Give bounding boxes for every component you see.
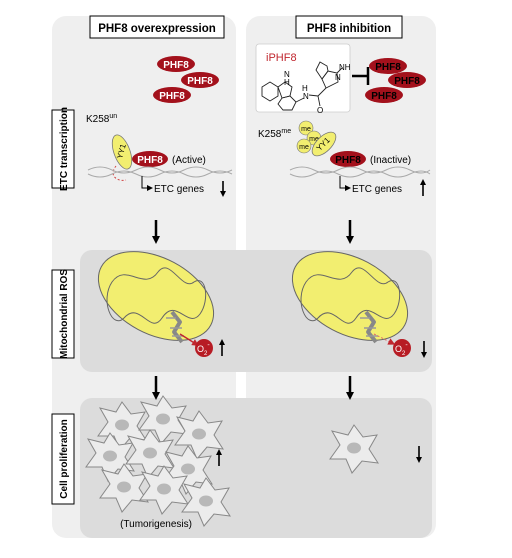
svg-text:O2-: O2- (395, 342, 408, 357)
superoxide-right (393, 339, 411, 357)
svg-text:iPHF8: iPHF8 (266, 52, 297, 64)
state-inactive: (Inactive) (370, 155, 411, 166)
svg-text:PHF8: PHF8 (375, 62, 401, 73)
svg-text:PHF8: PHF8 (335, 155, 361, 166)
svg-text:me: me (301, 126, 311, 133)
phf8-cluster-right: PHF8 PHF8 PHF8 (365, 58, 426, 103)
phf8-cluster-left: PHF8 PHF8 PHF8 (153, 56, 219, 103)
k258-methylated-label: K258me (258, 128, 291, 140)
svg-text:N: N (335, 73, 341, 82)
svg-text:PHF8: PHF8 (159, 91, 185, 102)
row-label-etc: ETC transcription (59, 107, 70, 191)
phf8-bound-right (330, 151, 366, 167)
ros-arrow-right (373, 333, 396, 345)
k258-unmodified-label: K258un (86, 113, 117, 125)
svg-text:PHF8: PHF8 (394, 76, 420, 87)
svg-text:PHF8: PHF8 (163, 60, 189, 71)
ros-arrow-left (179, 333, 199, 346)
svg-text:H: H (302, 84, 308, 93)
dna-left (87, 166, 233, 178)
left-column-title: PHF8 overexpression (98, 23, 216, 35)
svg-text:YY1: YY1 (115, 142, 128, 159)
svg-text:O2-: O2- (197, 342, 210, 357)
methyl-groups: me me me (296, 120, 322, 154)
etc-genes-right: ETC genes (352, 184, 402, 195)
dna-right (289, 166, 431, 178)
svg-text:PHF8: PHF8 (187, 76, 213, 87)
svg-text:me: me (299, 144, 309, 151)
tss-arrow-left (141, 176, 153, 191)
state-active: (Active) (172, 155, 206, 166)
tss-arrow-right (339, 176, 351, 191)
svg-text:O: O (317, 106, 323, 115)
svg-text:NH: NH (339, 63, 351, 72)
iphf8-inhibitor: iPHF8 N H H N O N NH (255, 43, 351, 115)
mitochondrion-right (291, 251, 409, 344)
row-label-prolif: Cell proliferation (59, 419, 70, 498)
svg-text:PHF8: PHF8 (137, 155, 163, 166)
inhibition-bar (352, 67, 370, 85)
svg-text:N: N (284, 70, 290, 79)
superoxide-left (195, 339, 213, 357)
tumorigenesis-label: (Tumorigenesis) (120, 519, 192, 530)
svg-text:H: H (284, 78, 290, 87)
etc-genes-left: ETC genes (154, 184, 204, 195)
row-label-ros: Mitochondrial ROS (59, 269, 70, 359)
phf8-bound-left (132, 151, 168, 167)
yy1-right (311, 131, 337, 157)
yy1-left (111, 134, 133, 170)
svg-text:N: N (303, 92, 309, 101)
right-column-title: PHF8 inhibition (307, 23, 391, 35)
svg-text:PHF8: PHF8 (371, 91, 397, 102)
svg-text:me: me (309, 136, 319, 143)
